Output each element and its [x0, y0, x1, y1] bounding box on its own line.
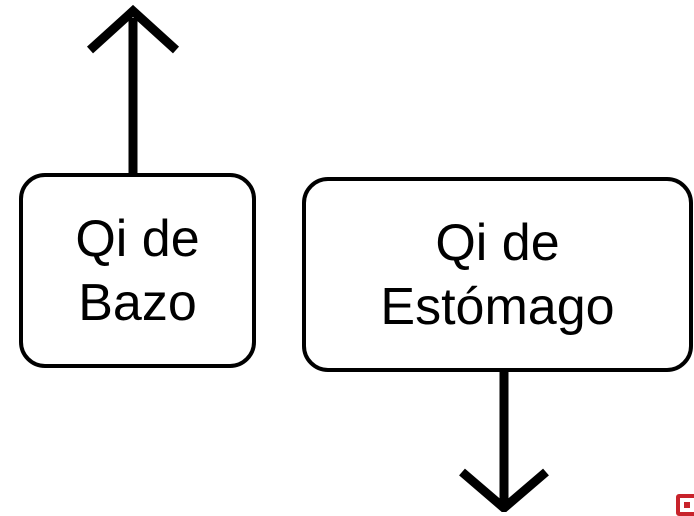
up-arrow-icon	[86, 4, 180, 173]
stomach-qi-label-line2: Estómago	[380, 277, 615, 336]
spleen-qi-label: Qi de Bazo	[75, 207, 199, 335]
down-arrow-icon	[459, 370, 549, 512]
stomach-qi-node: Qi de Estómago	[302, 177, 693, 372]
spleen-qi-label-line2: Bazo	[78, 273, 197, 332]
corner-logo-icon	[676, 494, 694, 516]
spleen-qi-label-line1: Qi de	[75, 209, 200, 268]
stomach-qi-label: Qi de Estómago	[380, 211, 614, 339]
spleen-qi-node: Qi de Bazo	[19, 173, 256, 368]
stomach-qi-label-line1: Qi de	[435, 213, 560, 272]
